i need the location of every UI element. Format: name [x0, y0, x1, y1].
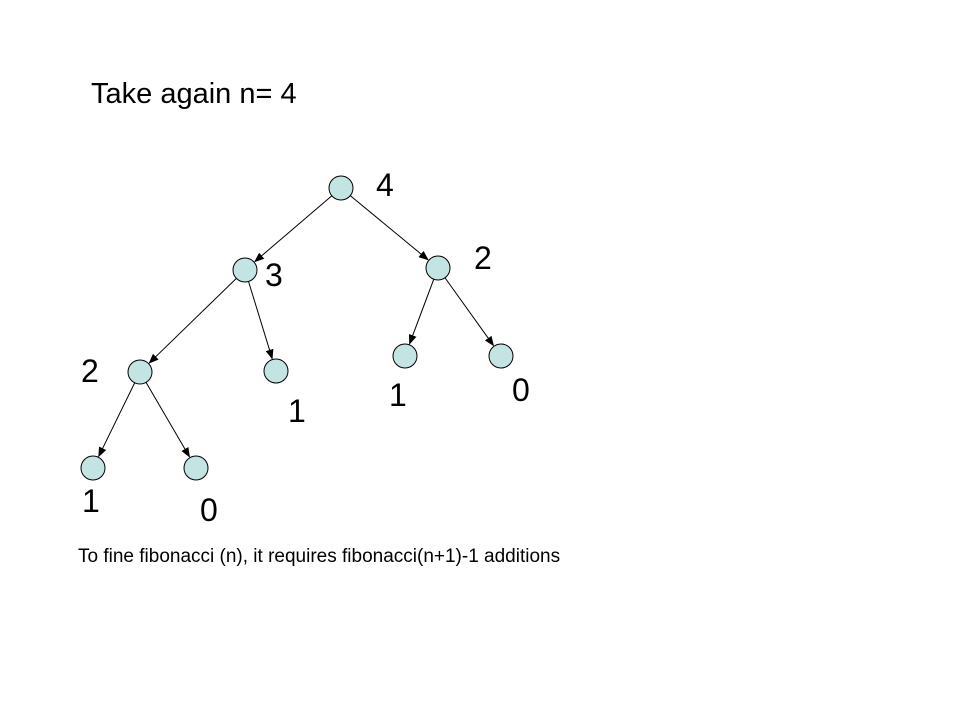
tree-node-label-rl: 1	[389, 377, 407, 413]
edge-l-to-ll	[148, 278, 237, 364]
tree-node-llr	[183, 455, 209, 481]
slide-title: Take again n= 4	[91, 78, 297, 110]
tree-node-l	[232, 257, 258, 283]
tree-node-lr	[263, 358, 289, 384]
tree-node-ll	[127, 359, 153, 385]
tree-node-label-root: 4	[376, 167, 394, 203]
slide-caption: To fine fibonacci (n), it requires fibon…	[78, 546, 561, 567]
tree-node-root	[328, 175, 354, 201]
tree-node-label-llr: 0	[200, 492, 218, 528]
tree-node-rl	[392, 343, 418, 369]
edge-r-to-rl	[408, 279, 435, 345]
tree-node-label-ll: 2	[81, 353, 99, 389]
tree-node-label-l: 3	[265, 257, 283, 293]
tree-node-label-lr: 1	[288, 393, 306, 429]
tree-node-r	[425, 255, 451, 281]
edge-root-to-l	[254, 195, 333, 263]
tree-node-label-lll: 1	[82, 483, 100, 519]
tree-node-rr	[488, 343, 514, 369]
tree-node-label-rr: 0	[512, 372, 530, 408]
edge-ll-to-llr	[145, 382, 190, 458]
edge-r-to-rr	[444, 277, 495, 347]
edge-l-to-lr	[248, 281, 274, 360]
edge-ll-to-lll	[98, 382, 136, 458]
tree-node-lll	[80, 455, 106, 481]
edge-root-to-r	[349, 195, 429, 261]
tree-node-label-r: 2	[474, 240, 492, 276]
